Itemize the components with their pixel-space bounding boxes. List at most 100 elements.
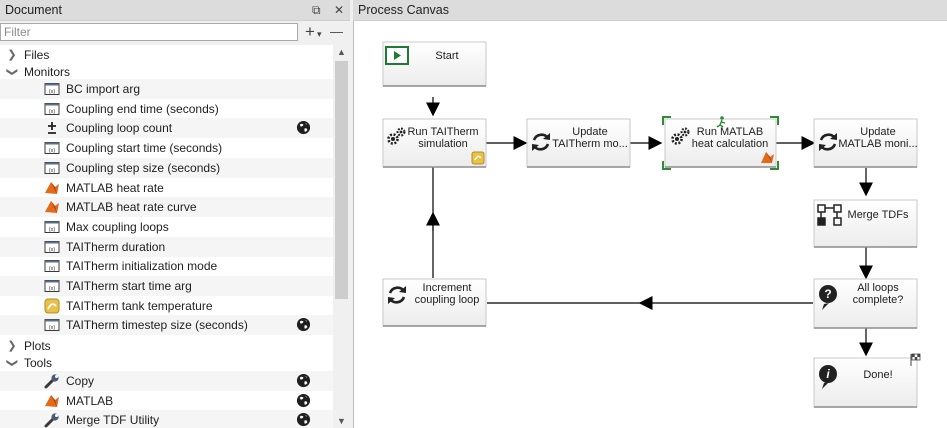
node-label-line2: complete? xyxy=(853,294,904,306)
svg-text:(x): (x) xyxy=(49,109,56,115)
svg-text:(x): (x) xyxy=(49,286,56,292)
play-icon xyxy=(385,46,409,65)
chevron-right-icon[interactable]: ❯ xyxy=(7,49,17,61)
tree-item[interactable]: Copy xyxy=(0,371,333,391)
filter-input[interactable] xyxy=(0,23,298,41)
tree-item-label: MATLAB heat rate curve xyxy=(66,200,197,215)
matlab-icon xyxy=(761,152,774,163)
matlab-icon xyxy=(44,393,60,409)
process-canvas-title: Process Canvas xyxy=(358,3,450,17)
node-label-line1: All loops xyxy=(857,282,899,294)
tree-item[interactable]: (x)Coupling step size (seconds) xyxy=(0,157,333,178)
matlab-icon xyxy=(44,199,60,215)
tree-group-monitors[interactable]: ❯ Monitors xyxy=(0,62,333,82)
chevron-right-icon[interactable]: ❯ xyxy=(7,340,17,352)
node-all-loops-complete[interactable]: ? All loops complete? xyxy=(813,278,918,329)
add-button[interactable]: + xyxy=(305,22,315,41)
node-label: Start xyxy=(435,50,458,62)
tree-item-label: Coupling step size (seconds) xyxy=(66,160,221,175)
remove-button[interactable]: — xyxy=(330,24,343,39)
tree-item-label: Coupling start time (seconds) xyxy=(66,141,223,156)
tree-item-label: TAITherm timestep size (seconds) xyxy=(66,318,248,333)
node-merge-tdfs[interactable]: Merge TDFs xyxy=(813,199,918,248)
node-label-line2: heat calculation xyxy=(692,138,768,150)
node-run-matlab[interactable]: Run MATLAB heat calculation xyxy=(662,116,779,170)
tree-item-label: BC import arg xyxy=(66,82,141,96)
question-icon: ? xyxy=(819,285,837,310)
tree-item[interactable]: MATLAB heat rate curve xyxy=(0,197,333,218)
tree-item-label: TAITherm initialization mode xyxy=(66,259,218,274)
add-dropdown-icon[interactable]: ▾ xyxy=(317,29,322,39)
tree-item[interactable]: (x)Coupling end time (seconds) xyxy=(0,99,333,119)
variable-icon: (x) xyxy=(44,239,60,255)
taitherm-icon xyxy=(471,151,485,165)
globe-icon xyxy=(296,412,311,427)
plus-minus-icon xyxy=(44,120,60,136)
tree-item-label: TAITherm start time arg xyxy=(66,279,192,293)
tree-item[interactable]: Coupling loop count xyxy=(0,118,333,139)
node-start[interactable]: Start xyxy=(382,41,487,87)
tree-item[interactable]: (x) Coupling start time (seconds) xyxy=(0,138,333,158)
merge-icon xyxy=(817,204,842,226)
chevron-down-icon[interactable]: ❯ xyxy=(6,358,18,368)
tree-group-label: Tools xyxy=(24,356,53,370)
tree-item[interactable]: Merge TDF Utility xyxy=(0,410,333,428)
variable-icon: (x) xyxy=(44,81,60,97)
node-done[interactable]: i Done! xyxy=(813,353,921,408)
node-label-line1: Run TAITherm xyxy=(407,126,478,138)
tree-scrollbar[interactable]: ▲ ▼ xyxy=(333,45,350,428)
tree-group-tools[interactable]: ❯ Tools xyxy=(0,353,333,373)
svg-text:?: ? xyxy=(824,287,831,301)
tree-item[interactable]: MATLAB xyxy=(0,391,333,411)
variable-icon: (x) xyxy=(44,219,60,235)
finish-flag-icon xyxy=(910,353,921,366)
tree-item[interactable]: (x) TAITherm start time arg xyxy=(0,276,333,296)
running-icon xyxy=(716,116,726,128)
variable-icon: (x) xyxy=(44,278,60,294)
tree-item[interactable]: (x) BC import arg xyxy=(0,79,333,99)
taitherm-icon xyxy=(44,298,60,314)
node-label-line2: coupling loop xyxy=(415,294,480,306)
close-icon[interactable]: ✕ xyxy=(333,3,344,17)
tree-group-label: Files xyxy=(24,48,50,62)
node-label-line1: Run MATLAB xyxy=(697,126,763,138)
wrench-icon xyxy=(44,412,60,428)
scrollbar-thumb[interactable] xyxy=(335,61,348,299)
node-increment-coupling-loop[interactable]: Increment coupling loop xyxy=(382,278,487,327)
variable-icon: (x) xyxy=(44,140,60,156)
node-label: Merge TDFs xyxy=(848,209,909,221)
scroll-up-icon[interactable]: ▲ xyxy=(337,47,346,57)
node-label-line1: Update xyxy=(572,126,607,138)
variable-icon: (x) xyxy=(44,101,60,117)
globe-icon xyxy=(296,120,311,135)
node-update-matlab[interactable]: Update MATLAB moni... xyxy=(813,118,918,168)
document-panel-titlebar: Document ⧉ ✕ xyxy=(0,0,350,21)
tree-item[interactable]: (x)TAITherm timestep size (seconds) xyxy=(0,315,333,336)
node-update-taitherm[interactable]: Update TAITherm mo... xyxy=(526,118,631,168)
node-label-line1: Update xyxy=(860,126,895,138)
tree-item[interactable]: (x)TAITherm duration xyxy=(0,236,333,257)
tree-group-plots[interactable]: ❯ Plots xyxy=(0,336,333,356)
tree-item[interactable]: (x) TAITherm initialization mode xyxy=(0,256,333,276)
node-label-line2: MATLAB moni... xyxy=(838,138,917,150)
process-canvas[interactable]: Start Run TAITherm simulation Update xyxy=(353,21,947,428)
tree-item[interactable]: MATLAB heat rate xyxy=(0,178,333,198)
tree-group-files[interactable]: ❯ Files xyxy=(0,45,333,65)
globe-icon xyxy=(296,373,311,388)
scroll-down-icon[interactable]: ▼ xyxy=(337,416,346,426)
globe-icon xyxy=(296,393,311,408)
tree-item[interactable]: (x)Max coupling loops xyxy=(0,217,333,237)
node-run-taitherm[interactable]: Run TAITherm simulation xyxy=(382,118,487,168)
node-label-line2: simulation xyxy=(418,138,468,150)
chevron-down-icon[interactable]: ❯ xyxy=(6,67,18,77)
tree-item[interactable]: TAITherm tank temperature xyxy=(0,296,333,316)
info-icon: i xyxy=(819,365,837,389)
wrench-icon xyxy=(44,373,60,389)
node-label-line1: Increment xyxy=(423,282,472,294)
document-panel: Document ⧉ ✕ + ▾ — ❯ Files ❯ Monitors (x… xyxy=(0,0,350,428)
node-label-line2: TAITherm mo... xyxy=(552,138,628,150)
svg-text:(x): (x) xyxy=(49,247,56,253)
svg-text:(x): (x) xyxy=(49,266,56,272)
pin-icon[interactable]: ⧉ xyxy=(312,3,321,17)
document-panel-title: Document xyxy=(5,3,62,17)
